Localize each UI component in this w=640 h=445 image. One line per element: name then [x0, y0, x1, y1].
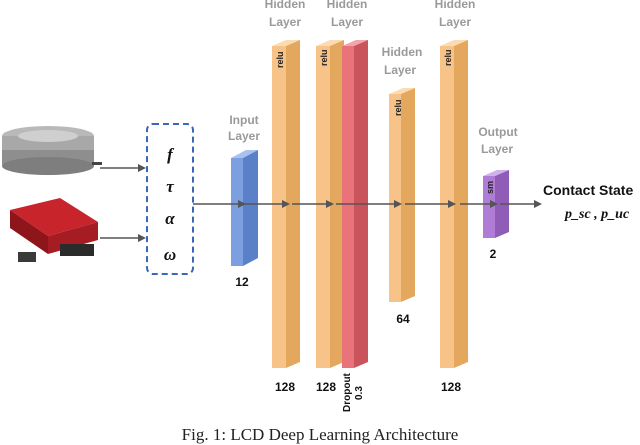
feature-alpha: α	[165, 209, 175, 228]
hidden3-title-line2: Layer	[384, 63, 416, 77]
hidden4-title-line1: Hidden	[435, 0, 476, 11]
output-title-line1: Output	[478, 125, 517, 139]
hidden1-title-line2: Layer	[269, 15, 301, 29]
input-layer	[231, 150, 258, 266]
dropout-rate: 0.3	[354, 386, 365, 400]
output-size: 2	[490, 247, 497, 261]
feature-torque: τ	[166, 177, 174, 196]
arrowhead-5	[448, 200, 456, 208]
feature-omega: ω	[164, 245, 176, 264]
figure-caption: Fig. 1: LCD Deep Learning Architecture	[181, 425, 459, 444]
hidden4-title-line2: Layer	[439, 15, 471, 29]
arrowhead-2	[282, 200, 290, 208]
output-activation: sm	[485, 181, 495, 194]
hidden1-title-line1: Hidden	[265, 0, 306, 11]
hidden2-size: 128	[316, 380, 336, 394]
hidden3-title-line1: Hidden	[382, 45, 423, 59]
hidden3-layer	[389, 88, 415, 302]
force-torque-sensor-image	[2, 126, 102, 175]
contact-state-label: Contact State	[543, 182, 633, 198]
arrowhead-4	[394, 200, 402, 208]
input-title-line2: Layer	[228, 129, 260, 143]
hidden4-size: 128	[441, 380, 461, 394]
hidden2-title-line2: Layer	[331, 15, 363, 29]
arrowhead-6	[490, 200, 498, 208]
hidden1-size: 128	[275, 380, 295, 394]
dropout-label: Dropout	[342, 372, 353, 412]
hidden2-title-line1: Hidden	[327, 0, 368, 11]
hidden3-activation: relu	[393, 99, 403, 116]
hidden2-layer	[316, 40, 344, 368]
input-size: 12	[235, 275, 249, 289]
hidden1-layer	[272, 40, 300, 368]
arrowhead-3	[326, 200, 334, 208]
contact-state-probabilities: p_sc , p_uc	[564, 207, 630, 222]
feature-box	[146, 123, 194, 275]
arrowhead-1	[238, 200, 246, 208]
imu-sensor-image	[10, 198, 98, 262]
hidden4-activation: relu	[443, 49, 453, 66]
sensor1-arrowhead	[138, 164, 146, 172]
feature-force: f	[167, 145, 175, 164]
hidden3-size: 64	[396, 312, 410, 326]
hidden1-activation: relu	[275, 51, 285, 68]
output-title-line2: Layer	[481, 142, 513, 156]
hidden2-activation: relu	[319, 49, 329, 66]
sensor2-arrowhead	[138, 234, 146, 242]
input-title-line1: Input	[229, 113, 258, 127]
arrowhead-7	[534, 200, 542, 208]
